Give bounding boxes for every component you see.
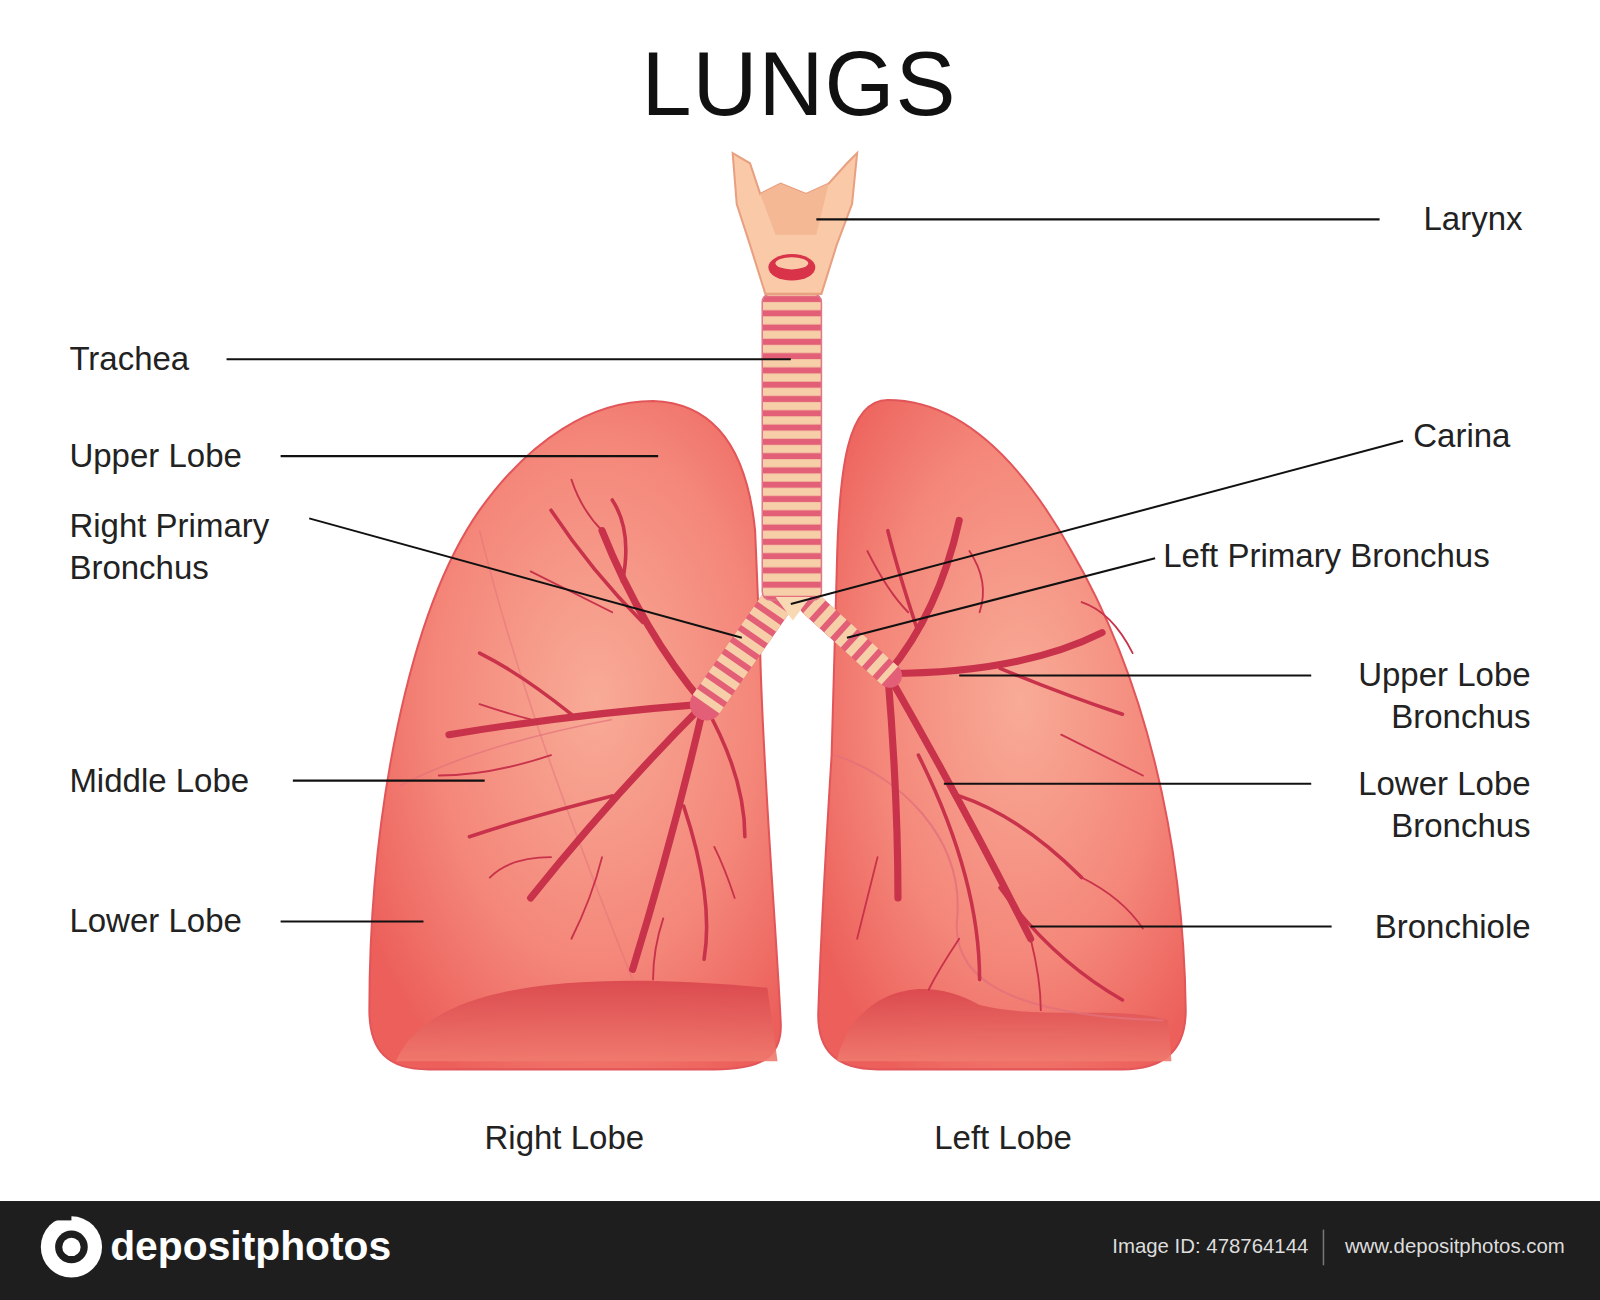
image-id-watermark: Image ID: 478764144 — [1112, 1234, 1308, 1260]
bronchus-branch — [918, 755, 979, 979]
footer-separator — [1323, 1230, 1325, 1266]
diaphragm-surface — [396, 981, 778, 1062]
trachea-tube — [762, 294, 821, 600]
lung-outline — [818, 400, 1185, 1069]
part-label: Middle Lobe — [69, 760, 249, 802]
bronchiole-twig — [571, 480, 602, 531]
leader-line — [847, 558, 1155, 638]
part-label: Larynx — [1423, 198, 1522, 240]
bronchiole-twig — [1061, 735, 1143, 776]
footer-ground — [0, 1201, 1600, 1300]
bronchiole-twig — [480, 704, 531, 719]
part-label: Left Lobe — [934, 1117, 1072, 1159]
bronchus-branch — [449, 704, 704, 735]
bronchiole-twig — [929, 939, 960, 990]
larynx-opening-rim — [776, 257, 809, 269]
part-label: Lower Lobe — [69, 900, 241, 942]
leader-line — [816, 218, 1379, 220]
bronchus-rings — [811, 604, 890, 675]
leader-line — [281, 920, 424, 922]
fissure-line — [480, 531, 633, 980]
logo-icon — [41, 1216, 102, 1277]
larynx-opening — [768, 254, 815, 281]
leader-line — [1031, 926, 1332, 928]
leader-line — [959, 674, 1311, 676]
fissure-line — [835, 755, 1164, 1020]
larynx-cartilage — [733, 153, 857, 294]
part-label: Upper Lobe — [69, 435, 241, 477]
bronchiole-twig — [653, 918, 663, 979]
footer-bar — [0, 1201, 1600, 1300]
leader-line — [944, 783, 1311, 785]
bronchiole-twig — [857, 857, 877, 939]
url-watermark: www.depositphotos.com — [1345, 1234, 1565, 1260]
part-label: Left Primary Bronchus — [1163, 535, 1489, 577]
bronchus-branch — [612, 500, 626, 582]
diagram-title: LUNGS — [641, 39, 956, 129]
part-label: Bronchiole — [1375, 906, 1531, 948]
logo-icon — [55, 1231, 88, 1264]
bronchus-branch — [704, 704, 745, 837]
airway — [706, 153, 890, 704]
bronchus-branch — [1000, 888, 1122, 1000]
bronchiole-twig — [571, 857, 602, 939]
bronchiole-twig — [1082, 602, 1133, 653]
part-label: Trachea — [69, 338, 189, 380]
logo-icon — [53, 1212, 71, 1220]
bronchus-rings — [706, 604, 775, 704]
right-primary-bronchus — [706, 604, 775, 704]
bronchiole-twig — [714, 847, 734, 898]
left-primary-bronchus — [811, 604, 890, 675]
bronchiole-twig — [439, 755, 551, 775]
bronchiole-twig — [531, 571, 613, 612]
leader-line — [293, 780, 485, 782]
lung-outline — [369, 401, 780, 1069]
bronchus-branch — [480, 653, 572, 714]
part-label: Right Lobe — [484, 1117, 644, 1159]
bronchus-branch — [684, 806, 707, 959]
part-label: Lower Lobe Bronchus — [1316, 763, 1531, 847]
bronchus-branch — [888, 633, 1102, 674]
logo-icon — [62, 1238, 80, 1256]
part-label: Right Primary Bronchus — [69, 505, 304, 589]
bronchiole-twig — [1031, 939, 1041, 1010]
bronchus-branch — [602, 531, 704, 704]
leader-line — [791, 441, 1403, 604]
leader-line — [309, 518, 742, 637]
leader-line — [227, 358, 791, 360]
part-label: Upper Lobe Bronchus — [1316, 654, 1531, 738]
bronchus-branch — [469, 796, 612, 837]
right-lung — [369, 401, 780, 1069]
leader-line — [281, 455, 659, 457]
brand-watermark: depositphotos — [110, 1221, 391, 1273]
bronchus-branch — [959, 796, 1081, 878]
part-label: Carina — [1413, 415, 1510, 457]
left-lung — [818, 400, 1185, 1069]
bronchus-branch — [888, 673, 898, 897]
bronchiole-twig — [1082, 878, 1143, 929]
bronchus-branch — [888, 520, 959, 673]
larynx-shading — [760, 184, 828, 235]
bronchus-branch — [888, 531, 919, 633]
bronchiole-twig — [490, 857, 551, 877]
